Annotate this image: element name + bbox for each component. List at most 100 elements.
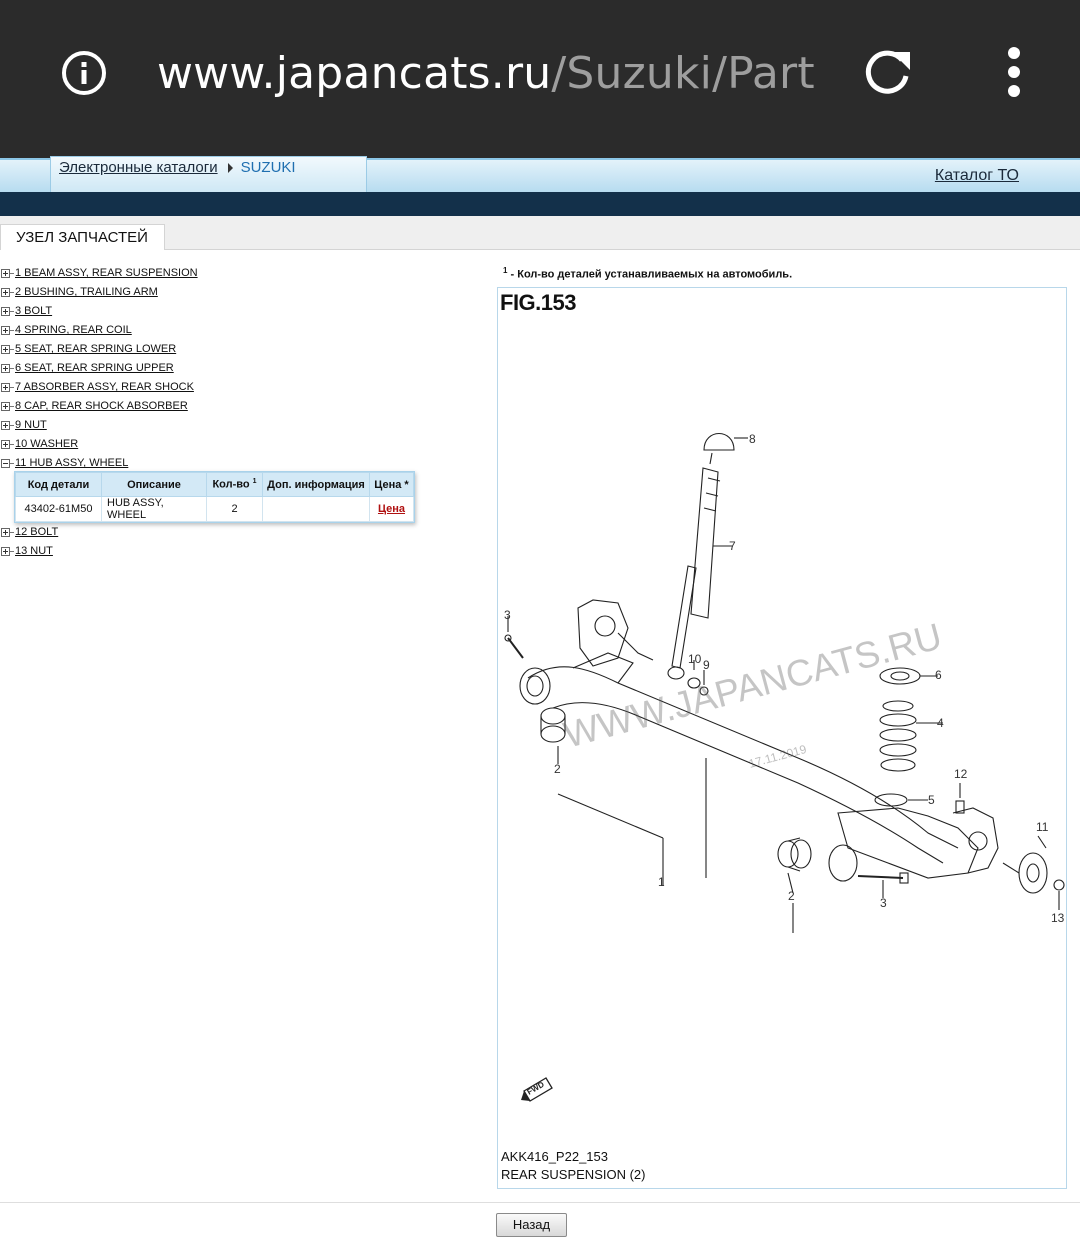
breadcrumb: Электронные каталоги SUZUKI	[59, 158, 296, 178]
part-link[interactable]: 1 BEAM ASSY, REAR SUSPENSION	[15, 267, 198, 279]
breadcrumb-suzuki[interactable]: SUZUKI	[240, 159, 296, 176]
part-link[interactable]: 9 NUT	[15, 419, 47, 431]
col-qty-label: Кол-во	[212, 478, 250, 491]
expand-plus-icon[interactable]	[1, 345, 10, 354]
part-link[interactable]: 11 HUB ASSY, WHEEL	[15, 457, 129, 469]
callout-10[interactable]: 10	[688, 652, 702, 666]
part-item[interactable]: 2 BUSHING, TRAILING ARM	[0, 283, 420, 302]
part-link[interactable]: 3 BOLT	[15, 305, 53, 317]
breadcrumb-box	[50, 156, 367, 192]
expand-plus-icon[interactable]	[1, 383, 10, 392]
expand-plus-icon[interactable]	[1, 421, 10, 430]
tree-connector	[10, 532, 14, 533]
part-link[interactable]: 6 SEAT, REAR SPRING UPPER	[15, 362, 174, 374]
callout-6[interactable]: 6	[935, 668, 942, 682]
bottom-divider	[0, 1202, 1080, 1203]
chevron-right-icon	[227, 162, 233, 173]
part-item[interactable]: 9 NUT	[0, 416, 420, 435]
part-item[interactable]: 5 SEAT, REAR SPRING LOWER	[0, 340, 420, 359]
part-item[interactable]: 3 BOLT	[0, 302, 420, 321]
tree-connector	[10, 551, 14, 552]
tree-connector	[10, 387, 14, 388]
fwd-label: FWD	[526, 1080, 546, 1097]
qty-footnote: 1 - Кол-во деталей устанавливаемых на ав…	[503, 266, 792, 281]
tree-connector	[10, 349, 14, 350]
part-item[interactable]: 8 CAP, REAR SHOCK ABSORBER	[0, 397, 420, 416]
parts-tree: 1 BEAM ASSY, REAR SUSPENSION 2 BUSHING, …	[0, 264, 420, 561]
tree-connector	[10, 463, 14, 464]
expand-plus-icon[interactable]	[1, 547, 10, 556]
collapse-minus-icon[interactable]	[1, 459, 10, 468]
tree-connector	[10, 444, 14, 445]
part-item[interactable]: 10 WASHER	[0, 435, 420, 454]
diagram-code: AKK416_P22_153	[501, 1149, 608, 1164]
part-item[interactable]: 6 SEAT, REAR SPRING UPPER	[0, 359, 420, 378]
callout-9[interactable]: 9	[703, 658, 710, 672]
callout-13[interactable]: 13	[1051, 911, 1065, 925]
tree-connector	[10, 273, 14, 274]
more-vert-icon[interactable]	[1000, 46, 1028, 100]
tree-connector	[10, 406, 14, 407]
part-item[interactable]: 1 BEAM ASSY, REAR SUSPENSION	[0, 264, 420, 283]
back-button[interactable]: Назад	[496, 1213, 567, 1237]
cell-extra-info	[262, 496, 370, 522]
cell-price: Цена	[369, 496, 414, 522]
part-item[interactable]: 12 BOLT	[0, 523, 420, 542]
part-link[interactable]: 7 ABSORBER ASSY, REAR SHOCK	[15, 381, 194, 393]
expand-plus-icon[interactable]	[1, 326, 10, 335]
table-header-row: Код детали Описание Кол-во 1 Доп. информ…	[15, 472, 414, 497]
breadcrumb-catalogs-link[interactable]: Электронные каталоги	[59, 159, 218, 176]
diagram-caption: REAR SUSPENSION (2)	[501, 1167, 646, 1182]
part-link[interactable]: 8 CAP, REAR SHOCK ABSORBER	[15, 400, 188, 412]
cell-part-code: 43402-61M50	[15, 496, 102, 522]
expand-plus-icon[interactable]	[1, 440, 10, 449]
cell-description: HUB ASSY, WHEEL	[101, 496, 207, 522]
part-detail-table: Код детали Описание Кол-во 1 Доп. информ…	[14, 471, 415, 523]
part-item[interactable]: 4 SPRING, REAR COIL	[0, 321, 420, 340]
exploded-parts-diagram[interactable]: WWW.JAPANCATS.RU 17.11.2019 8 7 3 10 9 6…	[498, 288, 1066, 1188]
callout-5[interactable]: 5	[928, 793, 935, 807]
part-link[interactable]: 2 BUSHING, TRAILING ARM	[15, 286, 158, 298]
expand-plus-icon[interactable]	[1, 528, 10, 537]
expand-plus-icon[interactable]	[1, 402, 10, 411]
address-bar[interactable]: www.japancats.ru/Suzuki/Parts	[157, 44, 817, 104]
callout-4[interactable]: 4	[937, 716, 944, 730]
expand-plus-icon[interactable]	[1, 288, 10, 297]
catalog-to-link[interactable]: Каталог ТО	[934, 167, 1019, 184]
callout-8[interactable]: 8	[749, 432, 756, 446]
callout-3-right[interactable]: 3	[880, 896, 887, 910]
callout-1[interactable]: 1	[658, 875, 665, 889]
callout-2-right[interactable]: 2	[788, 889, 795, 903]
callout-7[interactable]: 7	[729, 539, 736, 553]
part-item[interactable]: 13 NUT	[0, 542, 420, 561]
info-icon[interactable]	[61, 50, 107, 96]
callout-2-left[interactable]: 2	[554, 762, 561, 776]
diagram-frame	[497, 287, 1067, 1189]
part-item-expanded[interactable]: 11 HUB ASSY, WHEEL	[0, 454, 420, 473]
part-item[interactable]: 7 ABSORBER ASSY, REAR SHOCK	[0, 378, 420, 397]
col-qty-footnote: 1	[252, 478, 257, 486]
tree-connector	[10, 368, 14, 369]
callout-11[interactable]: 11	[1036, 820, 1049, 834]
tree-connector	[10, 330, 14, 331]
reload-icon[interactable]	[862, 46, 914, 98]
tab-parts-assembly[interactable]: УЗЕЛ ЗАПЧАСТЕЙ	[0, 224, 165, 250]
part-link[interactable]: 12 BOLT	[15, 526, 59, 538]
part-link[interactable]: 4 SPRING, REAR COIL	[15, 324, 132, 336]
expand-plus-icon[interactable]	[1, 307, 10, 316]
part-link[interactable]: 13 NUT	[15, 545, 53, 557]
footnote-text: - Кол-во деталей устанавливаемых на авто…	[507, 268, 793, 281]
part-link[interactable]: 5 SEAT, REAR SPRING LOWER	[15, 343, 177, 355]
header-dark-bar	[0, 192, 1080, 216]
col-part-code: Код детали	[15, 472, 102, 497]
expand-plus-icon[interactable]	[1, 364, 10, 373]
expand-plus-icon[interactable]	[1, 269, 10, 278]
callout-12[interactable]: 12	[954, 767, 968, 781]
callout-3-left[interactable]: 3	[504, 608, 511, 622]
tree-connector	[10, 425, 14, 426]
part-link[interactable]: 10 WASHER	[15, 438, 79, 450]
figure-title: FIG.153	[500, 290, 576, 315]
col-price: Цена *	[369, 472, 414, 497]
table-row: 43402-61M50 HUB ASSY, WHEEL 2 Цена	[15, 496, 414, 522]
price-link[interactable]: Цена	[377, 503, 406, 515]
